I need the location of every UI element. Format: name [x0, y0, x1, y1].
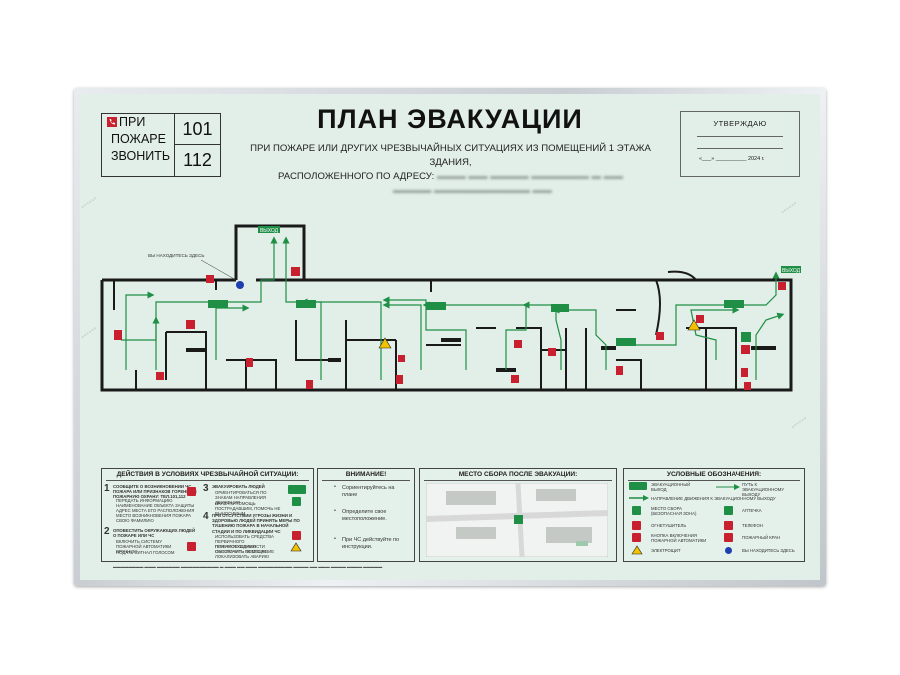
step4-item: ПРИ НЕОБХОДИМОСТИ ОБЕСТОЧИТЬ ПОМЕЩЕНИЕ	[215, 544, 275, 555]
doors	[186, 338, 776, 372]
evacuation-routes	[121, 236, 785, 380]
phone-label: ПРИ ПОЖАРЕ ЗВОНИТЬ	[102, 114, 175, 176]
alarm-button-icon	[632, 533, 641, 542]
phone-label-line2: ПОЖАРЕ	[111, 132, 166, 146]
legend-item: АПТЕЧКА	[742, 508, 762, 513]
step-number: 2	[104, 526, 110, 537]
approval-box: УТВЕРЖДАЮ «___» __________ 2024 г.	[680, 111, 800, 177]
legend-item: ПУТЬ К ЭВАКУАЦИОННОМУ ВЫХОДУ	[742, 482, 785, 498]
blurred-address: ▬▬▬ ▬▬ ▬▬▬▬ ▬▬▬▬▬▬ ▬ ▬▬	[436, 171, 623, 182]
blurred-name: ▬▬▬▬ ▬▬▬▬▬▬▬▬▬▬ ▬▬	[393, 185, 552, 196]
arrow-right-icon	[629, 495, 649, 501]
phone-number-112: 112	[183, 150, 212, 170]
attention-item: При ЧС действуйте по инструкции.	[342, 537, 400, 550]
exit-label: ВЫХОД	[782, 268, 801, 274]
phone-icon	[107, 117, 117, 127]
fire-extinguisher-icon	[632, 521, 641, 530]
attention-panel: ВНИМАНИЕ! Сориентируйтесь на плане Опред…	[317, 468, 415, 562]
emergency-phone-box: ПРИ ПОЖАРЕ ЗВОНИТЬ 101 112	[101, 113, 221, 177]
electrical-panel-signs	[378, 319, 701, 349]
exit-sign-icon	[288, 485, 306, 494]
legend-item: МЕСТО СБОРА (БЕЗОПАСНАЯ ЗОНА)	[651, 506, 697, 517]
legend-panel: УСЛОВНЫЕ ОБОЗНАЧЕНИЯ: ЭВАКУАЦИОННЫЙ ВЫХО…	[623, 468, 805, 562]
subtitle-line2: РАСПОЛОЖЕННОГО ПО АДРЕСУ:	[278, 171, 435, 182]
first-aid-icon	[724, 506, 733, 515]
step4-item: ИСПОЛЬЗОВАТЬ СРЕДСТВА ПЕРВИЧНОГО ПОЖАРОТ…	[215, 534, 274, 550]
you-are-here-label: ВЫ НАХОДИТЕСЬ ЗДЕСЬ	[148, 253, 204, 258]
step3-item: ОКАЗАТЬ ПОМОЩЬ ПОСТРАДАВШИМ, ПОМОЧЬ НЕ В…	[215, 501, 281, 517]
bullet: •	[334, 484, 336, 490]
phone-number-101: 101	[175, 114, 220, 145]
legend-item: ЭЛЕКТРОЩИТ	[651, 548, 681, 553]
legend-item: ЭВАКУАЦИОННЫЙ ВЫХОД	[651, 482, 691, 493]
you-are-here-marker	[236, 281, 244, 289]
fire-equipment-signs	[114, 267, 786, 390]
phone-label-line1: ПРИ	[119, 115, 146, 129]
assembly-point-panel: МЕСТО СБОРА ПОСЛЕ ЭВАКУАЦИИ:	[419, 468, 617, 562]
exit-sign: ВЫХОД ВЫХОД	[258, 226, 801, 274]
attention-title: ВНИМАНИЕ!	[345, 471, 387, 478]
inner-walls	[113, 280, 737, 390]
legend-title: УСЛОВНЫЕ ОБОЗНАЧЕНИЯ:	[666, 471, 762, 478]
actions-panel: ДЕЙСТВИЯ В УСЛОВИЯХ ЧРЕЗВЫЧАЙНОЙ СИТУАЦИ…	[101, 468, 314, 562]
assembly-point-icon	[292, 497, 301, 506]
step1-item: НАИМЕНОВАНИЕ ОБЪЕКТА ЗАЩИТЫ	[116, 503, 195, 508]
exit-direction-signs	[208, 300, 744, 346]
attention-item: Сориентируйтесь на плане	[342, 485, 395, 498]
page-title: ПЛАН ЭВАКУАЦИИ	[317, 104, 583, 134]
phone-icon	[187, 487, 196, 496]
electrical-panel-icon	[290, 542, 302, 552]
phone-label-line3: ЗВОНИТЬ	[111, 149, 171, 163]
electrical-panel-icon	[631, 545, 643, 555]
step3-item: ОРИЕНТИРОВАТЬСЯ ПО ЗНАКАМ НАПРАВЛЕНИЯ ДВ…	[215, 490, 267, 506]
step4-item: ЛОКАЛИЗОВАТЬ АВАРИЮ	[215, 554, 270, 559]
step1-item: МЕСТО ВОЗНИКНОВЕНИЯ ПОЖАРА	[116, 513, 192, 518]
fire-hydrant-icon	[724, 533, 733, 542]
walls	[100, 224, 793, 392]
legend-item: ОГНЕТУШИТЕЛЬ	[651, 523, 687, 528]
exit-label: ВЫХОД	[260, 228, 279, 234]
step4-title: ПРИ ОТСУТСТВИИ УГРОЗЫ ЖИЗНИ И ЗДОРОВЬЮ Л…	[212, 513, 300, 534]
attention-item: Определите свое местоположение.	[342, 509, 387, 522]
legend-item: ТЕЛЕФОН	[742, 523, 763, 528]
signature-line	[697, 148, 783, 149]
assembly-title: МЕСТО СБОРА ПОСЛЕ ЭВАКУАЦИИ:	[458, 471, 578, 478]
legend-item: ПОЖАРНЫЙ КРАН	[742, 535, 781, 540]
assembly-map	[426, 483, 608, 557]
phone-icon	[724, 521, 733, 530]
subtitle-line1: ПРИ ПОЖАРЕ ИЛИ ДРУГИХ ЧРЕЗВЫЧАЙНЫХ СИТУА…	[250, 143, 651, 168]
legend-item: НАПРАВЛЕНИЕ ДВИЖЕНИЯ К ЭВАКУАЦИОННОМУ ВЫ…	[651, 496, 776, 501]
step1-item: АДРЕС МЕСТА ЕГО РАСПОЛОЖЕНИЯ	[116, 508, 195, 513]
step1-item: ПЕРЕДАТЬ ИНФОРМАЦИЮ	[116, 498, 173, 503]
legend-item: КНОПКА ВКЛЮЧЕНИЯ ПОЖАРНОЙ АВТОМАТИКИ	[651, 533, 707, 544]
subtitle: ПРИ ПОЖАРЕ ИЛИ ДРУГИХ ЧРЕЗВЫЧАЙНЫХ СИТУА…	[228, 142, 673, 198]
you-are-here-icon	[725, 547, 732, 554]
step2-title: ОПОВЕСТИТЬ ОКРУЖАЮЩИХ ЛЮДЕЙ О ПОЖАРЕ ИЛИ…	[113, 528, 196, 539]
step2-item: ПОДАТЬ СИГНАЛ ГОЛОСОМ	[116, 550, 175, 555]
bullet: •	[334, 536, 336, 542]
floor-plan: ВЫХОД ВЫХОД ВЫ НАХОДИТЕСЬ ЗДЕСЬ	[100, 224, 801, 392]
signature-line	[697, 136, 783, 137]
footer-imprint: ▬▬▬▬▬▬▬▬ ▬▬▬ ▬▬▬▬▬▬ ▬▬▬▬▬▬▬▬▬▬ ▬ ▬▬▬ ▬▬ …	[113, 565, 383, 569]
step1-item: СВОЮ ФАМИЛИЮ	[116, 518, 154, 523]
step3-title: ЭВАКУИРОВАТЬ ЛЮДЕЙ	[212, 484, 265, 489]
alarm-button-icon	[187, 542, 196, 551]
step1-title: СООБЩИТЕ О ВОЗНИКНОВЕНИИ ЧС, ПОЖАРА ИЛИ …	[113, 484, 197, 500]
legend-item: ВЫ НАХОДИТЕСЬ ЗДЕСЬ	[742, 548, 795, 553]
fire-extinguisher-icon	[292, 531, 301, 540]
actions-title: ДЕЙСТВИЯ В УСЛОВИЯХ ЧРЕЗВЫЧАЙНОЙ СИТУАЦИ…	[116, 471, 299, 478]
step-number: 4	[203, 511, 209, 522]
approval-date: «___» __________ 2024 г.	[699, 156, 765, 162]
exit-sign-icon	[629, 482, 647, 490]
path-arrow-icon	[716, 484, 740, 490]
step-number: 3	[203, 483, 209, 494]
first-aid-signs	[741, 332, 751, 342]
step4-item: ОБОЗНАЧИТЬ МЕСТО ЧС	[215, 549, 268, 554]
approval-title: УТВЕРЖДАЮ	[713, 119, 767, 128]
assembly-point-icon	[632, 506, 641, 515]
step2-item: ВКЛЮЧИТЬ СИСТЕМУ ПОЖАРНОЙ АВТОМАТИКИ ВРУ…	[116, 539, 172, 555]
step-number: 1	[104, 483, 110, 494]
bullet: •	[334, 508, 336, 514]
